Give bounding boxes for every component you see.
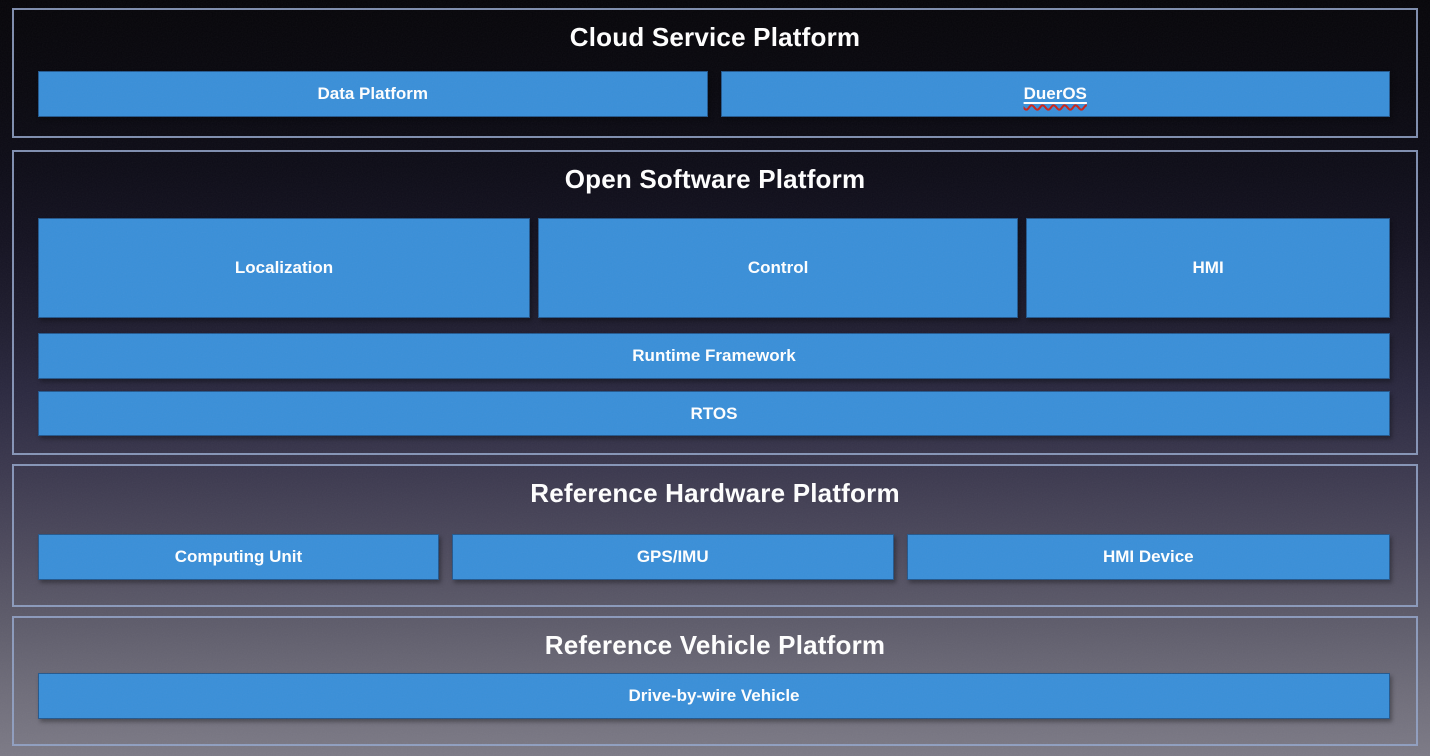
box-gps-imu: GPS/IMU — [451, 534, 894, 580]
box-label: Control — [747, 258, 809, 277]
box-label: Data Platform — [317, 84, 429, 103]
section-title-hardware: Reference Hardware Platform — [530, 478, 900, 508]
box-computing-unit: Computing Unit — [38, 534, 439, 580]
box-label: DuerOS — [1023, 84, 1087, 103]
box-hmi: HMI — [1026, 218, 1390, 318]
hardware-boxes-row: Computing Unit GPS/IMU HMI Device — [38, 534, 1391, 580]
box-data-platform: Data Platform — [38, 71, 708, 117]
box-control: Control — [538, 218, 1019, 318]
vehicle-boxes-row: Drive-by-wire Vehicle — [38, 673, 1390, 719]
section-open-software-platform: Open Software Platform Localization Cont… — [12, 150, 1418, 455]
box-label: RTOS — [690, 403, 738, 423]
box-dueros: DuerOS — [720, 71, 1390, 117]
box-localization: Localization — [38, 218, 531, 318]
section-title-cloud: Cloud Service Platform — [569, 22, 861, 52]
box-label: Computing Unit — [174, 547, 303, 566]
box-runtime-framework: Runtime Framework — [38, 333, 1390, 379]
section-title-vehicle: Reference Vehicle Platform — [544, 630, 886, 660]
box-label: HMI Device — [1102, 547, 1194, 566]
spellcheck-squiggle: DuerOS — [1024, 84, 1087, 104]
section-reference-hardware-platform: Reference Hardware Platform Computing Un… — [12, 464, 1418, 607]
rtos-row: RTOS — [38, 391, 1390, 436]
software-modules-row: Localization Control HMI — [38, 218, 1390, 318]
box-label: GPS/IMU — [636, 547, 709, 566]
box-hmi-device: HMI Device — [906, 534, 1391, 580]
box-label: HMI — [1192, 258, 1224, 277]
box-label: Drive-by-wire Vehicle — [628, 686, 800, 705]
box-label: Localization — [234, 258, 334, 277]
section-reference-vehicle-platform: Reference Vehicle Platform Drive-by-wire… — [12, 616, 1418, 746]
section-cloud-service-platform: Cloud Service Platform Data Platform Due… — [12, 8, 1418, 138]
box-drive-by-wire-vehicle: Drive-by-wire Vehicle — [38, 673, 1390, 719]
cloud-boxes-row: Data Platform DuerOS — [38, 71, 1390, 117]
box-rtos: RTOS — [38, 391, 1390, 436]
section-title-software: Open Software Platform — [564, 164, 866, 194]
box-label: Runtime Framework — [632, 346, 796, 365]
runtime-framework-row: Runtime Framework — [38, 333, 1390, 379]
